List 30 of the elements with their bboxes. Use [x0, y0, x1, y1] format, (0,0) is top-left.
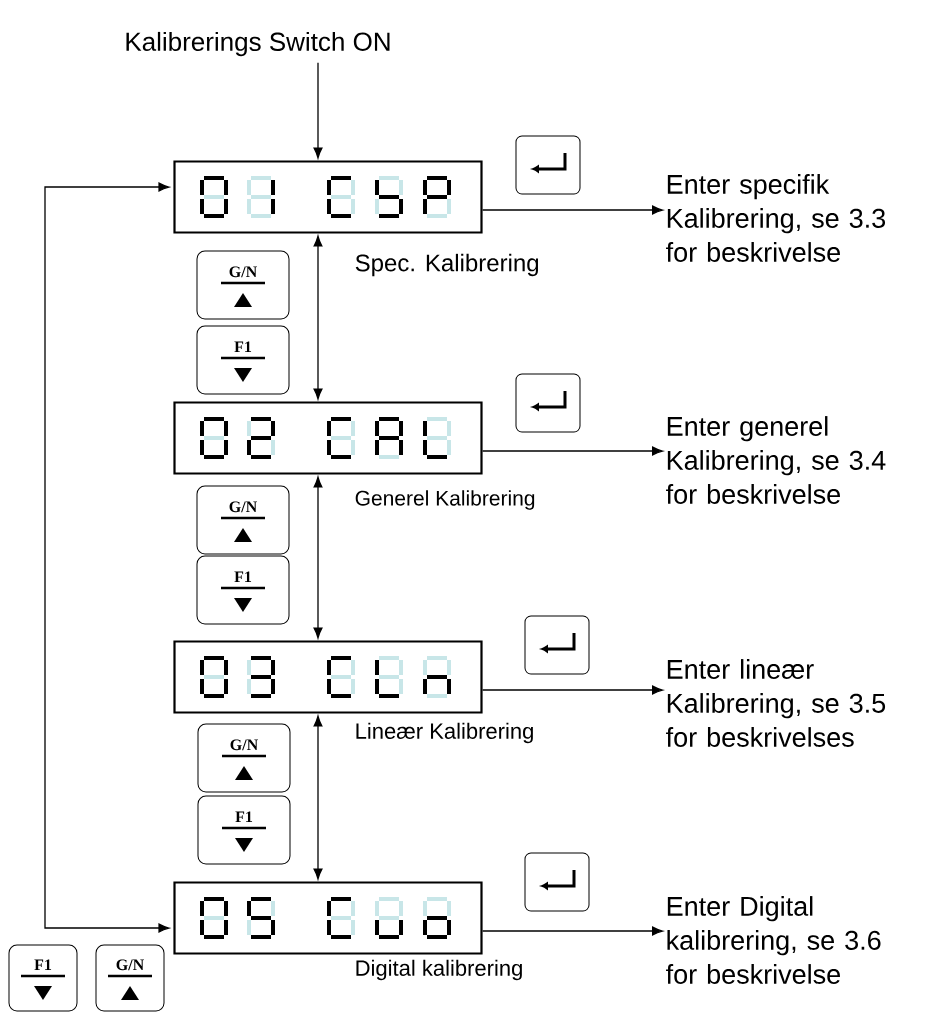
enter-key	[524, 852, 590, 912]
description-text: Enter lineær Kalibrering, se 3.5 for beskrivelses	[666, 659, 886, 747]
arrow	[481, 446, 664, 456]
arrow	[313, 147, 323, 159]
key-button: F1	[197, 795, 291, 865]
description-text: Enter Digital kalibrering, se 3.6 for beskrivelse	[666, 896, 881, 984]
caption-text: Kalibrerings Switch ON	[126, 31, 390, 57]
arrow	[44, 182, 170, 933]
key-button: F1	[8, 944, 78, 1012]
arrow	[313, 235, 323, 400]
arrow	[313, 715, 323, 880]
key-button: G/N	[95, 944, 165, 1012]
key-button: F1	[196, 325, 290, 395]
arrow	[481, 685, 664, 695]
enter-key	[515, 373, 581, 433]
key-button: G/N	[197, 723, 291, 793]
key-button: F1	[196, 555, 290, 625]
description-text: Enter specifik Kalibrering, se 3.3 for beskrivelse	[666, 174, 886, 262]
arrow	[313, 476, 323, 639]
arrow	[481, 926, 664, 936]
enter-key	[524, 615, 590, 675]
display-label: Digital kalibrering	[356, 959, 522, 981]
arrow	[481, 205, 664, 215]
description-text: Enter generel Kalibrering, se 3.4 for beskrivelse	[666, 416, 886, 504]
display-label: Generel Kalibrering	[355, 490, 535, 510]
display-label: Lineær Kalibrering	[356, 722, 533, 744]
key-button: G/N	[196, 250, 290, 320]
enter-key	[515, 135, 581, 195]
display-label: Spec. Kalibrering	[355, 253, 539, 277]
key-button: G/N	[196, 485, 290, 555]
